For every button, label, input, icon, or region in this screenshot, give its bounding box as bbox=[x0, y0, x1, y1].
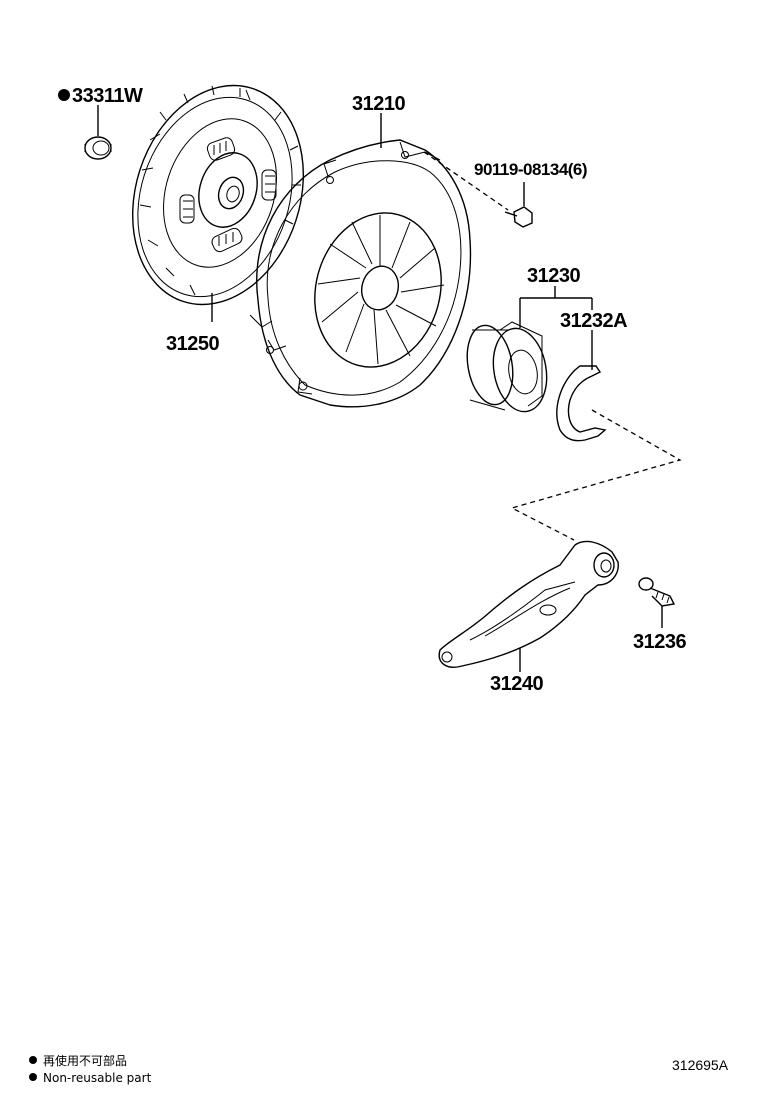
diaphragm-fingers bbox=[317, 215, 445, 365]
part-number-31236[interactable]: 31236 bbox=[633, 631, 687, 653]
legend: 再使用不可部品 Non-reusable part bbox=[29, 1053, 152, 1085]
part-number-31230[interactable]: 31230 bbox=[527, 265, 581, 287]
part-number-31232a[interactable]: 31232A bbox=[560, 310, 628, 332]
legend-bullet bbox=[29, 1056, 37, 1064]
legend-japanese: 再使用不可部品 bbox=[43, 1053, 127, 1068]
pilot-bearing-illustration bbox=[84, 105, 112, 160]
legend-english: Non-reusable part bbox=[43, 1071, 152, 1085]
part-number-31250[interactable]: 31250 bbox=[166, 333, 220, 355]
legend-bullet bbox=[29, 1073, 37, 1081]
pivot-stud-illustration bbox=[638, 577, 676, 628]
bracket-31230 bbox=[519, 286, 593, 370]
release-fork-illustration bbox=[438, 540, 619, 672]
illustration-code: 312695A bbox=[672, 1057, 729, 1073]
part-number-90119-08134[interactable]: 90119-08134(6) bbox=[474, 160, 588, 179]
bolt-dashed-leader bbox=[423, 151, 509, 211]
bolt-illustration bbox=[504, 182, 533, 228]
release-bearing-illustration bbox=[466, 321, 548, 413]
assembly-dashed-leader bbox=[510, 409, 682, 541]
clutch-disc-illustration bbox=[131, 84, 305, 322]
clutch-cover-illustration bbox=[249, 113, 472, 408]
part-number-31210[interactable]: 31210 bbox=[352, 93, 406, 115]
part-number-31240[interactable]: 31240 bbox=[490, 673, 544, 695]
release-clip-illustration bbox=[556, 365, 607, 442]
non-reusable-marker bbox=[58, 89, 70, 101]
part-number-33311w[interactable]: 33311W bbox=[72, 85, 144, 107]
